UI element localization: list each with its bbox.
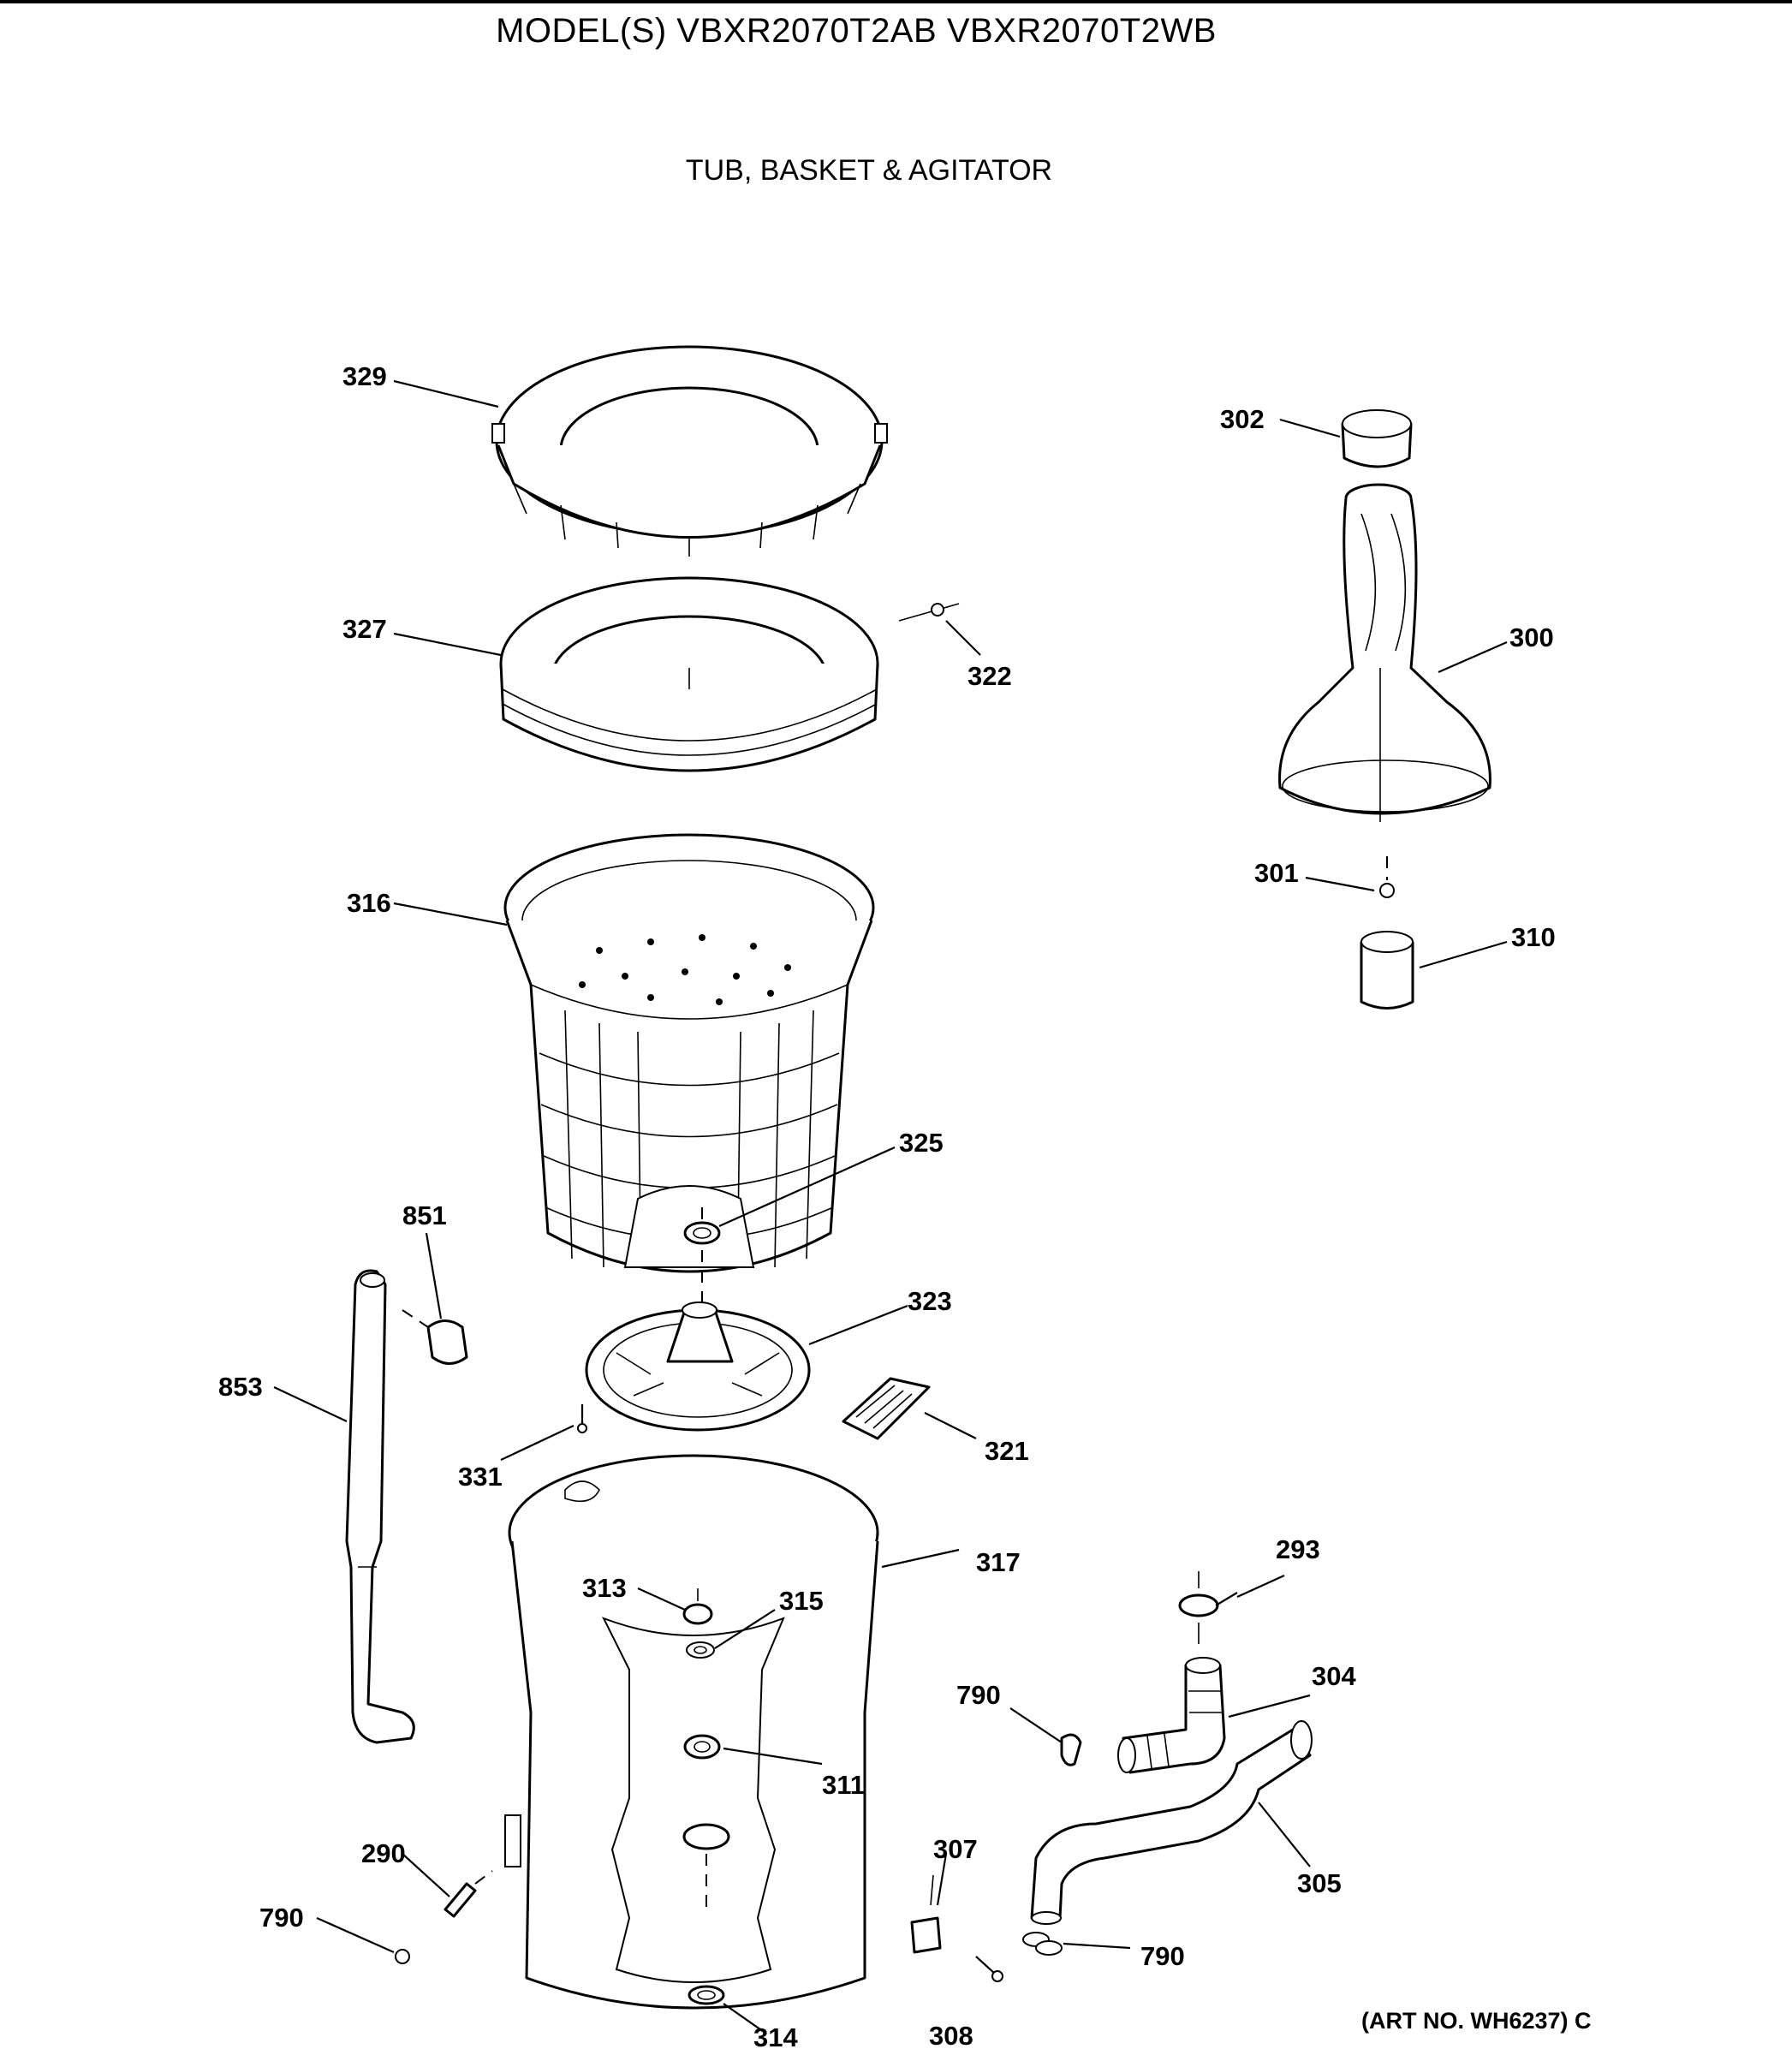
part-tub-cover[interactable] [491, 345, 888, 549]
part-bracket-307[interactable] [910, 1916, 942, 1954]
callout-790-right: 790 [1140, 1941, 1185, 1971]
part-clamp-293[interactable] [1178, 1592, 1238, 1617]
part-drain-tube[interactable] [345, 1269, 415, 1744]
callout-323: 323 [908, 1286, 952, 1316]
part-clamp-790-mid[interactable] [1060, 1733, 1082, 1766]
model-title: MODEL(S) VBXR2070T2AB VBXR2070T2WB [496, 12, 1217, 50]
part-agitator[interactable] [1278, 483, 1491, 822]
part-hub-nut[interactable] [683, 1221, 721, 1245]
part-drain-hose-305[interactable] [1030, 1720, 1313, 1925]
callout-329: 329 [342, 361, 387, 391]
top-rule [0, 0, 1792, 3]
guide-851 [402, 1309, 429, 1328]
part-screw-331[interactable] [577, 1404, 587, 1433]
callout-317: 317 [976, 1547, 1021, 1577]
part-nut-313[interactable] [682, 1603, 713, 1625]
callout-313: 313 [582, 1573, 627, 1603]
part-clip-851[interactable] [426, 1319, 468, 1365]
callout-315: 315 [779, 1586, 824, 1616]
part-outer-tub[interactable] [504, 1454, 879, 2010]
section-title: TUB, BASKET & AGITATOR [685, 154, 1053, 187]
callout-316: 316 [347, 888, 391, 918]
callout-314: 314 [753, 2022, 798, 2052]
callout-300: 300 [1509, 622, 1554, 652]
callout-322: 322 [967, 661, 1012, 691]
guide-290 [474, 1870, 493, 1885]
callout-307: 307 [933, 1834, 978, 1864]
part-tub-ring[interactable] [499, 576, 879, 772]
leader-lines [273, 379, 1508, 2034]
callout-310: 310 [1511, 922, 1556, 952]
part-seal-314[interactable] [688, 1985, 725, 2005]
part-clamp-790-left[interactable] [395, 1949, 410, 1964]
callout-790-mid: 790 [956, 1680, 1001, 1710]
callout-321: 321 [985, 1436, 1029, 1466]
callout-853: 853 [218, 1372, 263, 1402]
part-bearing-311[interactable] [683, 1734, 721, 1760]
part-clamp-790-right[interactable] [1022, 1932, 1063, 1956]
callout-331: 331 [458, 1462, 503, 1492]
part-bottom-hub [682, 1823, 730, 1909]
callout-305: 305 [1297, 1868, 1342, 1898]
part-screw-308[interactable] [975, 1956, 1003, 1982]
part-screw-301[interactable] [1379, 883, 1395, 898]
callout-308: 308 [929, 2021, 973, 2051]
callout-290: 290 [361, 1838, 406, 1868]
callout-304: 304 [1312, 1661, 1356, 1691]
callout-labels: 329 327 322 316 325 323 321 851 853 331 … [218, 361, 1556, 2052]
callout-302: 302 [1220, 404, 1265, 434]
part-filter[interactable] [842, 1377, 931, 1440]
part-washer-315[interactable] [686, 1641, 715, 1659]
callout-851: 851 [402, 1200, 447, 1230]
callout-790-left: 790 [259, 1903, 304, 1933]
callout-301: 301 [1254, 858, 1299, 888]
part-pin-290[interactable] [444, 1882, 477, 1918]
part-hose-elbow-304[interactable] [1117, 1657, 1226, 1774]
callout-293: 293 [1276, 1534, 1320, 1564]
part-mounting-plate[interactable] [585, 1302, 811, 1432]
callout-325: 325 [899, 1128, 944, 1158]
part-screw-322[interactable] [898, 603, 960, 622]
callout-327: 327 [342, 614, 387, 644]
part-coupler-310[interactable] [1360, 931, 1414, 1010]
guide-307 [930, 1874, 934, 1906]
part-agitator-cap[interactable] [1341, 409, 1413, 468]
part-basket[interactable] [503, 833, 875, 1273]
callout-311: 311 [822, 1770, 865, 1800]
art-number: (ART NO. WH6237) C [1361, 2008, 1592, 2034]
